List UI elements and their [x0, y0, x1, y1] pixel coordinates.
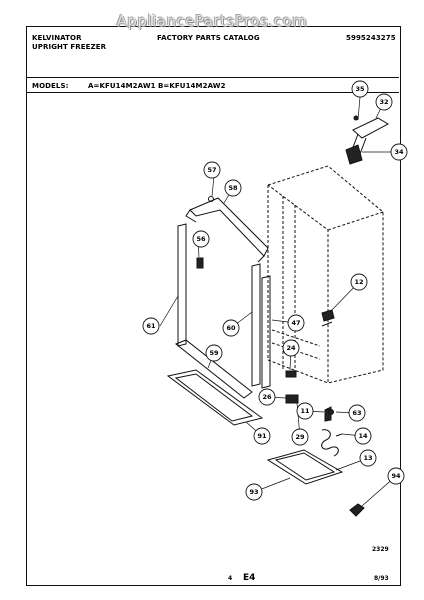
callout-58: 58 [228, 184, 238, 192]
callout-24: 24 [286, 344, 296, 352]
kick-plate [166, 369, 264, 426]
header-rule-bottom [27, 92, 399, 93]
callout-35: 35 [355, 85, 365, 93]
callout-26: 26 [262, 393, 272, 401]
callout-12: 12 [354, 278, 363, 286]
page-left-number: 4 [228, 575, 233, 582]
callout-91: 91 [257, 432, 267, 440]
door-edge [261, 275, 271, 389]
callout-32: 32 [379, 98, 388, 106]
door-frame [185, 197, 269, 263]
callout-93: 93 [249, 488, 258, 496]
callout-34: 34 [394, 148, 404, 156]
hinge-26 [285, 394, 299, 404]
model-a: A=KFU14M2AW1 [88, 82, 156, 90]
callout-56: 56 [196, 235, 206, 243]
callout-13: 13 [363, 454, 372, 462]
bracket-24 [285, 370, 297, 378]
callout-60: 60 [226, 324, 236, 332]
catalog-title: FACTORY PARTS CATALOG [157, 34, 260, 42]
bottom-frame [175, 339, 253, 399]
hinge-pin-12 [321, 309, 335, 322]
screw-63 [328, 409, 334, 415]
callout-57: 57 [207, 166, 216, 174]
callout-63: 63 [352, 409, 361, 417]
page-code: E4 [243, 573, 256, 583]
screw-57 [208, 196, 214, 202]
gasket-strip-60 [251, 263, 261, 387]
brand-name: KELVINATOR [32, 34, 82, 42]
drain-fitting [349, 503, 365, 517]
bracket-56 [196, 257, 204, 269]
callout-11: 11 [300, 407, 310, 415]
heater-coil [321, 429, 339, 457]
product-name: UPRIGHT FREEZER [32, 43, 107, 51]
drawing-number: 2329 [372, 546, 389, 553]
callout-61: 61 [146, 322, 156, 330]
doc-number: 5995243275 [346, 34, 396, 42]
model-b: B=KFU14M2AW2 [158, 82, 226, 90]
drain-pan [266, 449, 344, 485]
header-rule-top [27, 77, 399, 78]
callout-94: 94 [391, 472, 401, 480]
catalog-date: 8/93 [374, 575, 389, 582]
catalog-page-frame [26, 26, 401, 586]
callout-47: 47 [291, 319, 300, 327]
callout-14: 14 [358, 432, 368, 440]
watermark: AppliancePartsPros.com [116, 12, 308, 30]
gasket-strip-61 [177, 223, 187, 347]
top-hinge [345, 115, 390, 165]
models-label: MODELS: [32, 82, 69, 90]
callout-59: 59 [209, 349, 219, 357]
callout-29: 29 [295, 433, 305, 441]
